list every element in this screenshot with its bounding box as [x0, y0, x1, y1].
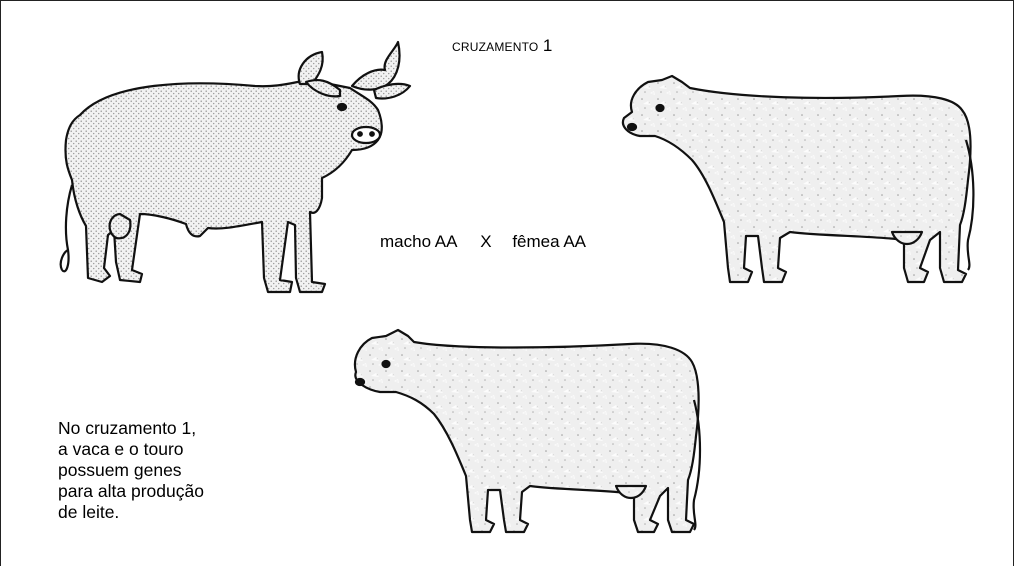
female-genotype-label: fêmea AA [512, 232, 586, 252]
note-line: No cruzamento 1, [58, 418, 298, 439]
cross-symbol: X [480, 232, 491, 252]
cow-illustration-parent [623, 76, 973, 282]
cross-title-number: 1 [543, 36, 552, 55]
male-genotype-label: macho AA [380, 232, 458, 252]
note-line: a vaca e o touro [58, 439, 298, 460]
note-line: para alta produção [58, 481, 298, 502]
explanation-note: No cruzamento 1, a vaca e o touro possue… [58, 418, 298, 523]
cross-genotypes: macho AA X fêmea AA [380, 232, 586, 252]
note-line: possuem genes [58, 460, 298, 481]
bull-illustration [61, 42, 410, 292]
cow-illustration-offspring [355, 330, 700, 532]
cross-title-word: CRUZAMENTO [452, 40, 538, 54]
cross-title: CRUZAMENTO 1 [452, 36, 552, 56]
note-line: de leite. [58, 502, 298, 523]
